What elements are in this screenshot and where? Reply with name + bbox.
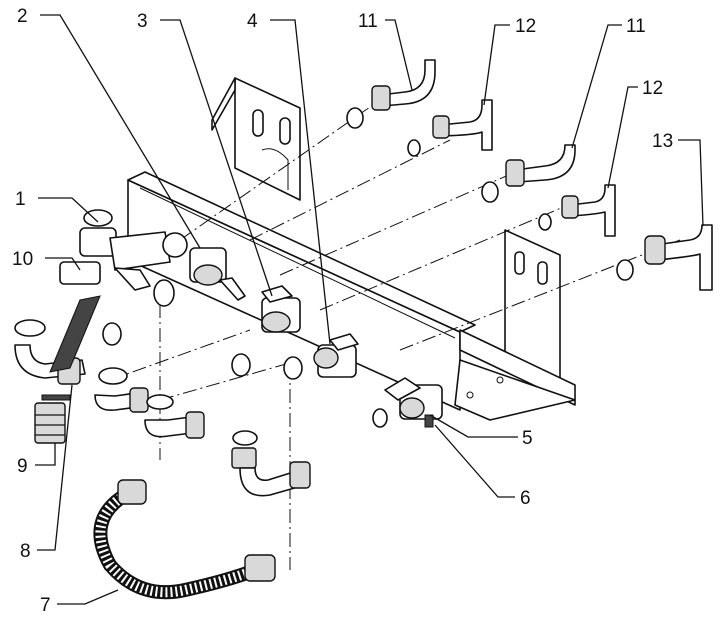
service-valve-4	[313, 333, 359, 378]
callout-1: 1	[15, 189, 26, 210]
callout-4: 4	[247, 11, 258, 32]
lower-elbow-fittings	[94, 367, 205, 439]
sealing-washers-top	[346, 107, 634, 281]
service-valve-3	[261, 285, 301, 333]
callout-11-left: 11	[358, 11, 378, 32]
callout-3: 3	[137, 11, 148, 32]
callout-11-right: 11	[626, 16, 646, 37]
callout-labels: 1 10 2 3 4 11 12 11 12 13 5 6 7 8 9	[12, 6, 673, 616]
callout-5: 5	[522, 428, 533, 449]
callout-2: 2	[17, 6, 28, 27]
callout-6: 6	[520, 488, 531, 509]
elbow-fitting-13	[644, 224, 713, 291]
mounting-rail	[127, 77, 576, 421]
sealing-washers-middle	[102, 279, 388, 428]
elbow-fitting-12-left	[432, 99, 493, 151]
callout-7: 7	[40, 595, 51, 616]
assembly-axis-lines	[109, 99, 681, 570]
leader-lines	[35, 14, 704, 605]
fitting-6-elbow	[231, 430, 311, 497]
callout-12-right: 12	[642, 78, 663, 99]
callout-10: 10	[12, 249, 33, 270]
elbow-fitting-12-right	[561, 184, 616, 237]
callout-12-left: 12	[515, 16, 536, 37]
service-valve-2	[189, 247, 246, 301]
elbow-fitting-11-left	[371, 59, 436, 111]
callout-13: 13	[652, 131, 673, 152]
elbow-fitting-11-right	[505, 144, 576, 187]
callout-9: 9	[17, 456, 28, 477]
flexible-hose	[93, 479, 276, 600]
lower-left-fittings	[14, 295, 101, 444]
filter-valve-assembly	[59, 209, 188, 291]
gas-valve-5	[384, 377, 443, 428]
callout-8: 8	[20, 541, 31, 562]
